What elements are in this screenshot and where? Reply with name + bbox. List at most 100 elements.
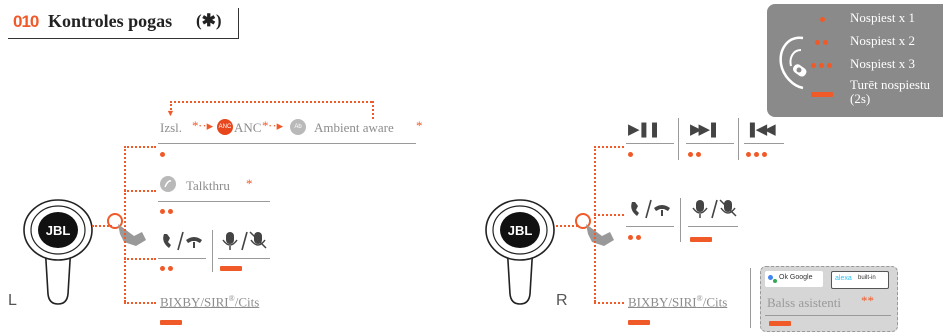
- registered-mark: ®: [228, 294, 235, 303]
- press-twice-marker: [636, 235, 641, 240]
- registered-mark: ®: [696, 294, 703, 303]
- cycle-loop-top: [170, 101, 372, 103]
- voice-assistant-stars: **: [861, 293, 874, 308]
- hold-marker: [811, 92, 833, 97]
- call-answer-end-icon: [631, 199, 670, 219]
- divider-line: [158, 143, 416, 144]
- page-title: Kontroles pogas: [48, 11, 173, 31]
- anc-label: ANC: [234, 120, 262, 135]
- right-earbud-case-icon: JBL: [485, 199, 555, 305]
- tree-branch: [124, 146, 156, 148]
- touch-icon: [107, 213, 146, 246]
- press-thrice-marker-1: [811, 63, 816, 68]
- divider-line: [626, 226, 674, 227]
- arrow-icon: ··▸: [268, 118, 284, 133]
- mic-mute-icon: [692, 199, 737, 219]
- section-number: 010: [13, 12, 39, 31]
- press-twice-marker: [168, 209, 173, 214]
- arrow-icon: ··▸: [198, 118, 214, 133]
- ear-icon: [779, 36, 807, 90]
- cycle-loop-right: [372, 101, 374, 119]
- tree-line: [124, 146, 126, 302]
- press-once-marker: [628, 152, 633, 157]
- divider-line: [218, 258, 270, 259]
- legend-label: Nospiest x 3: [850, 56, 915, 71]
- right-side-label: R: [556, 292, 568, 309]
- column-separator: [750, 268, 751, 328]
- tree-branch: [124, 258, 156, 260]
- ok-google-label: Ok Google: [779, 274, 813, 281]
- tree-branch: [594, 146, 624, 148]
- voice-assistant-other: /Cits: [702, 294, 728, 310]
- legend-box: Nospiest x 1 Nospiest x 2 Nospiest x 3 T…: [767, 4, 943, 117]
- anc-off-label: Izsl.: [160, 120, 183, 135]
- built-in-label: built-in: [858, 275, 876, 281]
- page-header: 010 Kontroles pogas (✱): [8, 8, 239, 39]
- column-separator: [738, 118, 739, 160]
- alexa-badge: alexa built-in: [831, 271, 889, 289]
- alexa-label: alexa: [835, 275, 852, 282]
- tree-branch: [124, 302, 156, 304]
- press-twice-marker: [168, 266, 173, 271]
- press-twice-marker-2: [823, 40, 828, 45]
- press-twice-marker: [160, 266, 165, 271]
- voice-assistant-box: Ok Google alexa built-in Balss asistenti…: [760, 266, 898, 332]
- press-twice-marker: [628, 235, 633, 240]
- tree-branch: [124, 190, 156, 192]
- voice-assistant-text: BIXBY/SIRI: [628, 294, 697, 310]
- press-thrice-marker-2: [819, 63, 824, 68]
- press-thrice-marker: [754, 152, 759, 157]
- divider-line: [686, 143, 734, 144]
- google-assistant-icon-dot: [773, 279, 777, 283]
- mic-mute-icon: [222, 231, 267, 251]
- tree-branch: [594, 214, 624, 216]
- press-thrice-marker: [746, 152, 751, 157]
- play-pause-icon: ▶❚❚: [628, 120, 661, 138]
- press-once-marker: [820, 17, 825, 22]
- anc-star: *: [416, 118, 423, 133]
- hold-marker: [220, 266, 242, 271]
- google-assistant-icon: [768, 275, 773, 280]
- legend-label: Nospiest x 2: [850, 33, 915, 48]
- call-answer-end-icon: [163, 231, 202, 251]
- press-twice-marker: [160, 209, 165, 214]
- cycle-loop-left: [170, 101, 172, 113]
- ambient-badge-icon: Ab: [290, 119, 306, 135]
- press-thrice-marker-3: [827, 63, 832, 68]
- cycle-arrow-icon: ▼: [166, 108, 175, 118]
- connector-line: [556, 225, 578, 227]
- voice-assistant-label: Balss asistenti: [767, 295, 842, 310]
- divider-line: [158, 201, 270, 202]
- talkthru-label: Talkthru: [186, 178, 230, 193]
- anc-star: *: [192, 118, 199, 133]
- column-separator: [680, 198, 681, 242]
- press-once-marker: [160, 152, 165, 157]
- divider-line: [626, 143, 674, 144]
- svg-text:JBL: JBL: [508, 223, 533, 238]
- ambient-aware-label: Ambient aware: [314, 120, 394, 135]
- previous-track-icon: ❚◀◀: [746, 120, 776, 138]
- hold-marker: [160, 320, 182, 325]
- tree-branch: [594, 302, 624, 304]
- column-separator: [678, 118, 679, 160]
- voice-assistant-text: BIXBY/SIRI: [160, 294, 229, 310]
- talkthru-star: *: [246, 176, 253, 191]
- hold-marker: [769, 321, 791, 326]
- svg-text:JBL: JBL: [46, 223, 71, 238]
- left-side-label: L: [8, 292, 17, 309]
- press-twice-marker: [696, 152, 701, 157]
- hold-marker: [628, 320, 650, 325]
- anc-badge-icon: ANC: [217, 119, 233, 135]
- divider-line: [158, 258, 206, 259]
- bluetooth-icon: (✱): [196, 11, 222, 30]
- voice-assistant-other: /Cits: [234, 294, 260, 310]
- press-thrice-marker: [762, 152, 767, 157]
- press-twice-marker: [688, 152, 693, 157]
- connector-line: [92, 225, 112, 227]
- divider-line: [765, 315, 891, 316]
- touch-icon: [575, 213, 614, 246]
- divider-line: [744, 143, 784, 144]
- google-assistant-badge: Ok Google: [765, 271, 823, 287]
- left-earbud-case-icon: JBL: [23, 199, 93, 305]
- legend-label: Nospiest x 1: [850, 10, 915, 25]
